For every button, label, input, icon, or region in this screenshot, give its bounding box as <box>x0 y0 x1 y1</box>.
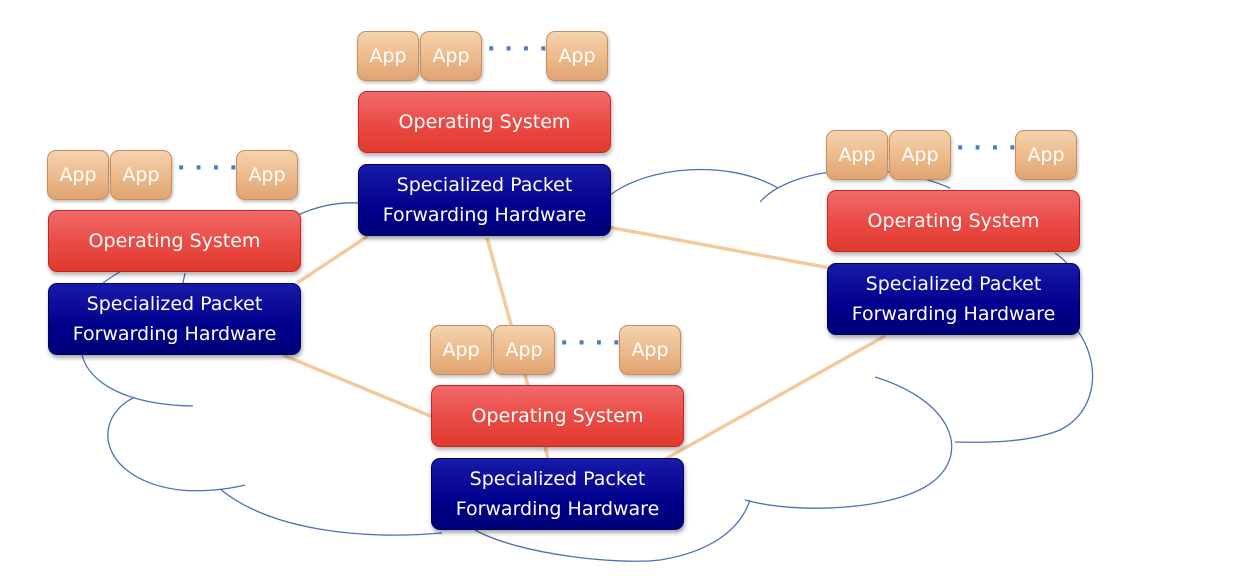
cloud-arc-bottom-right <box>744 376 953 509</box>
packet-forwarding-hardware-box: Specialized Packet Forwarding Hardware <box>827 263 1080 335</box>
cloud-arc-top-right <box>609 168 779 196</box>
app-box: App <box>889 130 951 180</box>
hardware-label-line2: Forwarding Hardware <box>72 323 277 345</box>
packet-forwarding-hardware-box: Specialized Packet Forwarding Hardware <box>48 283 301 355</box>
app-box: App <box>826 130 888 180</box>
operating-system-box: Operating System <box>827 190 1080 252</box>
app-box: App <box>546 31 608 81</box>
operating-system-box: Operating System <box>431 385 684 447</box>
app-box: App <box>110 150 172 200</box>
hardware-label-line1: Specialized Packet <box>469 468 646 490</box>
hardware-label-line2: Forwarding Hardware <box>382 204 587 226</box>
cloud-arc-left-lower <box>107 397 246 492</box>
cloud-arc-right <box>954 329 1094 443</box>
operating-system-box: Operating System <box>48 210 301 272</box>
packet-forwarding-hardware-box: Specialized Packet Forwarding Hardware <box>431 458 684 530</box>
ellipsis-dots: ···· <box>487 37 557 62</box>
app-box: App <box>619 325 681 375</box>
packet-forwarding-hardware-box: Specialized Packet Forwarding Hardware <box>358 164 611 236</box>
hardware-label-line1: Specialized Packet <box>865 273 1042 295</box>
app-box: App <box>420 31 482 81</box>
hardware-label-line1: Specialized Packet <box>396 174 573 196</box>
cloud-arc-bottom <box>474 499 751 562</box>
cloud-arc-bottom-left <box>219 488 443 536</box>
link-left-bottom <box>282 353 441 422</box>
ellipsis-dots: ···· <box>956 136 1026 161</box>
link-right-bottom <box>659 334 886 464</box>
app-box: App <box>493 325 555 375</box>
operating-system-box: Operating System <box>358 91 611 153</box>
ellipsis-dots: ···· <box>177 156 247 181</box>
hardware-label-line1: Specialized Packet <box>86 293 263 315</box>
cloud-arc-left-os <box>182 272 186 284</box>
app-box: App <box>430 325 492 375</box>
link-top-right <box>607 225 831 270</box>
link-top-left <box>296 234 369 285</box>
app-box: App <box>1015 130 1077 180</box>
app-box: App <box>47 150 109 200</box>
hardware-label-line2: Forwarding Hardware <box>851 303 1056 325</box>
app-box: App <box>357 31 419 81</box>
ellipsis-dots: ···· <box>560 331 630 356</box>
cloud-arc-upper <box>297 202 359 216</box>
app-box: App <box>236 150 298 200</box>
cloud-arc-left <box>81 354 194 407</box>
hardware-label-line2: Forwarding Hardware <box>455 498 660 520</box>
